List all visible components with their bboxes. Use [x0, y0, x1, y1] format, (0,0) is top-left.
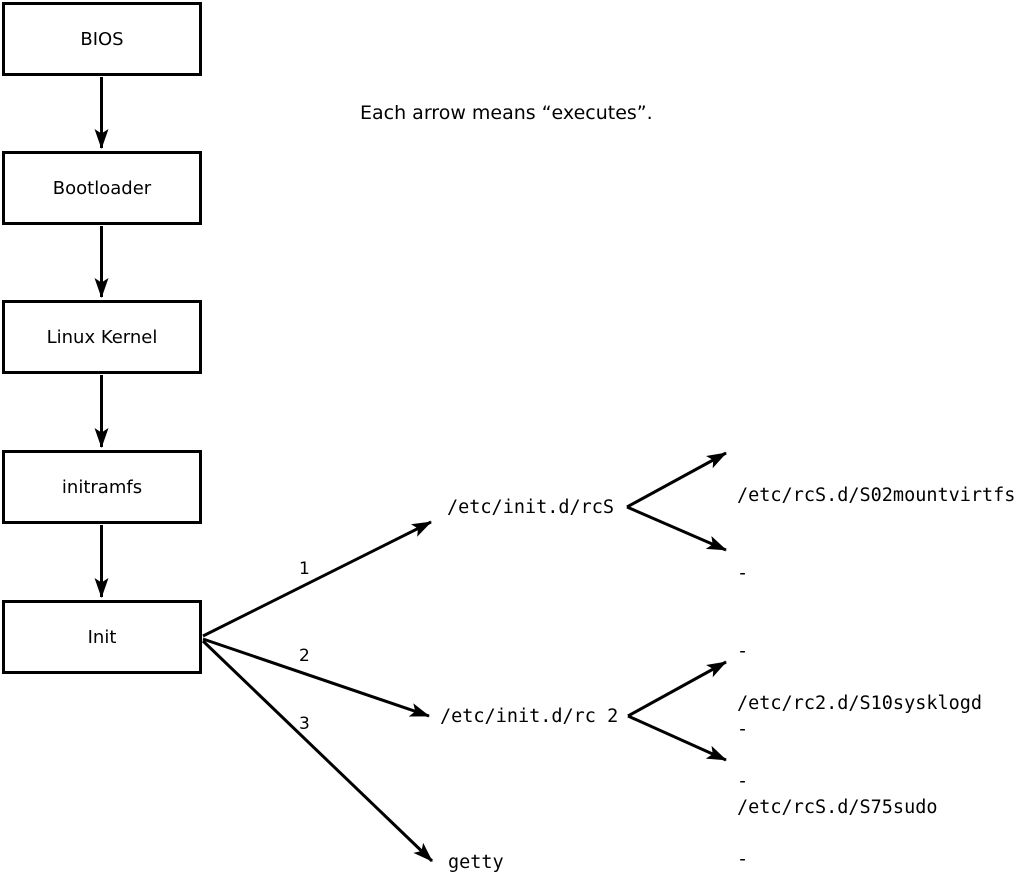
node-etc-init-d-rcS: /etc/init.d/rcS [447, 497, 615, 518]
node-init-label: Init [87, 626, 117, 648]
rcS-script-item: /etc/rcS.d/S75sudo [737, 797, 938, 818]
node-bootloader-label: Bootloader [52, 177, 152, 199]
node-etc-init-d-rc2: /etc/init.d/rc 2 [440, 706, 619, 727]
node-init: Init [2, 600, 202, 674]
arrow-init-to-rc2 [202, 637, 430, 718]
ellipsis-dash: - [737, 641, 749, 662]
arrow-rcS-to-S75sudo [626, 505, 727, 552]
edge-order-label-3: 3 [299, 714, 310, 734]
node-bootloader: Bootloader [2, 151, 202, 225]
arrow-init-to-rcS [202, 520, 432, 638]
node-initramfs-label: initramfs [61, 476, 143, 498]
rc2-script-list: /etc/rc2.d/S10sysklogd - - - /etc/rc2.d/… [737, 639, 982, 875]
diagram-caption: Each arrow means “executes”. [360, 102, 653, 124]
rcS-script-item: /etc/rcS.d/S02mountvirtfs [737, 485, 1016, 506]
node-bios-label: BIOS [80, 28, 124, 50]
node-getty: getty [448, 852, 504, 873]
arrow-rcS-to-S02mountvirtfs [626, 451, 727, 509]
ellipsis-dash: - [737, 563, 749, 584]
node-initramfs: initramfs [2, 450, 202, 524]
node-bios: BIOS [2, 2, 202, 76]
rcS-script-list: /etc/rcS.d/S02mountvirtfs - - - /etc/rcS… [737, 431, 1015, 873]
rc2-script-item: /etc/rc2.d/S10sysklogd [737, 693, 983, 714]
node-linux-kernel: Linux Kernel [2, 300, 202, 374]
ellipsis-dash: - [737, 771, 749, 792]
edge-order-label-1: 1 [299, 559, 310, 579]
arrow-rc2-to-S10sysklogd [627, 660, 727, 718]
ellipsis-dash: - [737, 849, 749, 870]
node-linux-kernel-label: Linux Kernel [46, 326, 158, 348]
ellipsis-dash: - [737, 719, 749, 740]
arrow-init-to-getty [201, 639, 434, 863]
arrow-rc2-to-S99gdm [627, 714, 727, 762]
edge-order-label-2: 2 [299, 646, 310, 666]
